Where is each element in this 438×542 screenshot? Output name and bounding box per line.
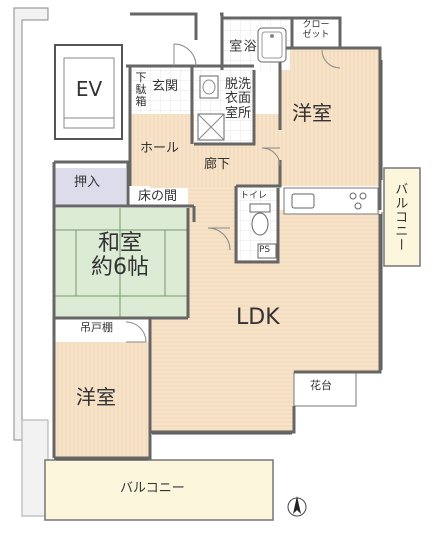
oshiire-floor <box>54 168 126 206</box>
outer-shell-bottom-left <box>21 419 49 517</box>
stove-icon <box>349 192 367 210</box>
bathtub-icon <box>257 27 287 63</box>
kadai-area <box>293 371 357 407</box>
label-bath: 浴室 <box>226 39 256 53</box>
label-ldk: LDK <box>236 305 280 330</box>
western-bedroom-floor <box>280 48 380 186</box>
label-todana: 吊戸棚 <box>80 321 113 334</box>
label-corridor: 廊下 <box>204 157 231 172</box>
label-balcony-side: バルコニー <box>392 182 408 252</box>
label-balcony-bottom: バルコニー <box>120 481 185 496</box>
label-ev: EV <box>75 77 103 101</box>
label-shoe-cabinet: 下駄箱 <box>135 71 147 109</box>
sink-icon <box>199 75 219 99</box>
label-kadai: 花台 <box>310 379 332 392</box>
label-oshiire: 押入 <box>74 175 101 190</box>
closet-floor <box>292 20 340 48</box>
north-arrow-icon <box>287 496 307 517</box>
label-toilet: トイレ <box>240 191 268 201</box>
label-ps: PS <box>259 245 271 255</box>
label-genkan: 玄関 <box>152 79 179 94</box>
ev-shaft <box>54 44 123 140</box>
label-western-room-bottom: 洋室 <box>76 385 116 409</box>
tokonoma-floor <box>130 188 188 208</box>
door-swing-icon <box>125 43 341 343</box>
windows <box>56 60 383 461</box>
genkan-floor <box>130 66 192 114</box>
label-dressing-room: 脱洗衣面室所 <box>224 77 251 121</box>
label-washitsu: 和室約6帖 <box>91 231 149 281</box>
kitchen-counter <box>283 187 379 215</box>
label-hall: ホール <box>140 141 180 156</box>
ps-box <box>257 243 277 259</box>
label-tokonoma: 床の間 <box>138 189 178 204</box>
balcony-side-area <box>383 167 421 267</box>
toilet-icon <box>249 203 271 236</box>
outer-wall-left <box>13 7 49 441</box>
todana-area <box>54 318 150 342</box>
label-closet: クローゼット <box>302 20 330 40</box>
kitchen-sink-icon <box>291 193 315 209</box>
balcony-bottom-area <box>44 459 274 521</box>
label-western-bedroom: 洋室 <box>292 101 332 125</box>
